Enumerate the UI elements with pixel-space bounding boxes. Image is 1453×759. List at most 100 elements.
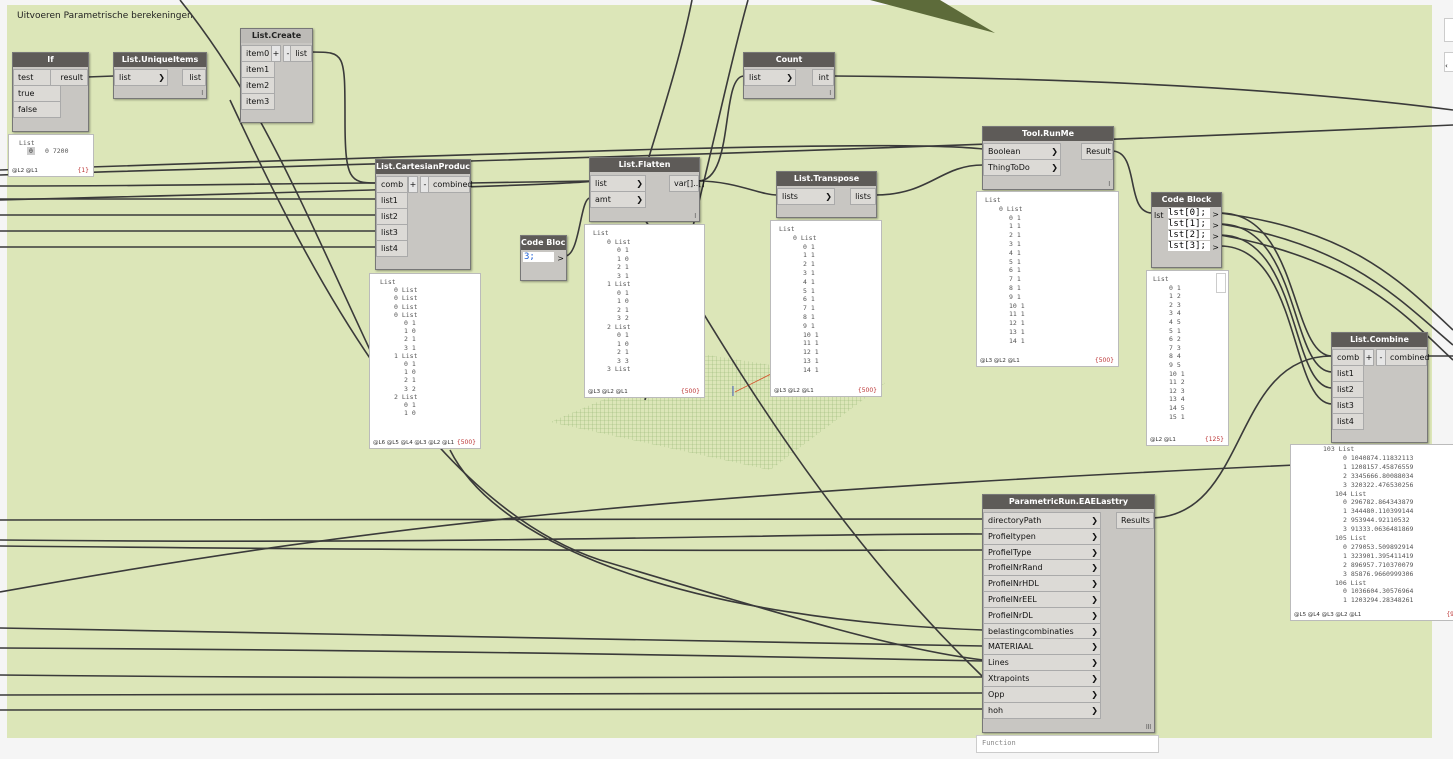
input-port-item2[interactable]: item2 xyxy=(241,77,275,94)
input-port-comb[interactable]: comb xyxy=(376,176,408,193)
output-port-1[interactable]: > xyxy=(1212,221,1219,230)
input-port-item3[interactable]: item3 xyxy=(241,93,275,110)
list-uniqueitems-node[interactable]: List.UniqueItems list❯ list l xyxy=(113,52,207,99)
input-port-profieltypen[interactable]: Profieltypen❯ xyxy=(983,527,1101,545)
code-line-2[interactable]: lst[2]; xyxy=(1168,230,1210,240)
input-port-xtrapoints[interactable]: Xtrapoints❯ xyxy=(983,670,1101,687)
node-title: ParametricRun.EAELasttry xyxy=(983,495,1154,509)
right-edge-collapse[interactable]: ‹ xyxy=(1444,52,1453,72)
watch-line: 0 List xyxy=(394,286,418,295)
input-port-list[interactable]: list❯ xyxy=(114,69,168,86)
input-port-profielnreel[interactable]: ProfielNrEEL❯ xyxy=(983,591,1101,608)
input-port-directorypath[interactable]: directoryPath❯ xyxy=(983,512,1101,529)
add-input-button[interactable]: + xyxy=(271,45,281,62)
watch-line: 9 1 xyxy=(803,321,815,330)
lacing-indicator: lll xyxy=(1145,724,1151,731)
input-port-item1[interactable]: item1 xyxy=(241,61,275,78)
input-port-lines[interactable]: Lines❯ xyxy=(983,654,1101,672)
output-port-results[interactable]: Results xyxy=(1116,512,1154,529)
input-port-profielnrdl[interactable]: ProfielNrDL❯ xyxy=(983,606,1101,624)
watch-line: 0 1 xyxy=(404,360,416,368)
output-port-3[interactable]: > xyxy=(1212,243,1219,252)
input-port-list[interactable]: list❯ xyxy=(590,175,646,192)
input-port-true[interactable]: true xyxy=(13,85,61,102)
input-port-materiaal[interactable]: MATERIAAL❯ xyxy=(983,638,1101,656)
input-port-list2[interactable]: list2 xyxy=(1332,381,1364,398)
watch-line: 10 1 xyxy=(803,330,819,339)
output-port-result[interactable]: result xyxy=(50,69,88,86)
chevron-right-icon: ❯ xyxy=(158,73,165,82)
output-port-combined[interactable]: combined xyxy=(428,176,472,193)
output-port-combined[interactable]: combined xyxy=(1385,349,1429,366)
watch-if[interactable]: List 0 0 7200 @L2 @L1 {1} xyxy=(8,134,94,177)
input-port-opp[interactable]: Opp❯ xyxy=(983,685,1101,703)
watch-line: 11 1 xyxy=(803,339,819,348)
code-line-0[interactable]: lst[0]; xyxy=(1168,208,1210,218)
if-node[interactable]: If test true false result xyxy=(12,52,89,132)
code-line-3[interactable]: lst[3]; xyxy=(1168,241,1210,251)
output-port-0[interactable]: > xyxy=(1212,210,1219,219)
lacing-indicator: l xyxy=(201,90,203,97)
count-node[interactable]: Count list❯ int l xyxy=(743,52,835,99)
code-line-1[interactable]: lst[1]; xyxy=(1168,219,1210,229)
list-combine-node[interactable]: List.Combine comb + - combined list1 lis… xyxy=(1331,332,1429,443)
input-port-belastingcombinaties[interactable]: belastingcombinaties❯ xyxy=(983,622,1101,640)
input-port-list2[interactable]: list2 xyxy=(376,208,408,225)
output-port[interactable]: > xyxy=(557,254,564,263)
list-create-node[interactable]: List.Create item0 + - list item1 item2 i… xyxy=(240,28,313,123)
code-line[interactable]: 3; xyxy=(523,252,554,262)
output-port-2[interactable]: > xyxy=(1212,232,1219,241)
list-cartesianproduct-node[interactable]: List.CartesianProduct comb + - combined … xyxy=(375,159,472,270)
list-flatten-node[interactable]: List.Flatten list❯ amt❯ var[]..[] l xyxy=(589,157,705,222)
input-port-lst[interactable]: lst xyxy=(1154,211,1164,220)
input-port-list3[interactable]: list3 xyxy=(1332,397,1364,414)
watch-line: 15 1 xyxy=(1169,412,1185,421)
output-port-result[interactable]: Result xyxy=(1081,143,1113,160)
node-title: List.CartesianProduct xyxy=(376,160,470,174)
watch-line: 3 1 xyxy=(803,269,815,277)
add-input-button[interactable]: + xyxy=(408,176,418,193)
codeblock-node-index[interactable]: Code Block lst lst[0]; lst[1]; lst[2]; l… xyxy=(1151,192,1222,268)
input-port-profieltype[interactable]: ProfielType❯ xyxy=(983,543,1101,561)
input-port-amt[interactable]: amt❯ xyxy=(590,191,646,208)
parametricrun-node[interactable]: ParametricRun.EAELasttry directoryPath❯P… xyxy=(982,494,1155,733)
input-port-profielnrhdl[interactable]: ProfielNrHDL❯ xyxy=(983,575,1101,593)
list-transpose-node[interactable]: List.Transpose lists❯ lists xyxy=(776,171,877,218)
right-edge-handle[interactable] xyxy=(1444,18,1453,42)
tool-runme-node[interactable]: Tool.RunMe Boolean❯ ThingToDo❯ Result l xyxy=(982,126,1114,190)
input-port-list1[interactable]: list1 xyxy=(1332,365,1364,382)
input-port-lists[interactable]: lists❯ xyxy=(777,188,835,205)
watch-line: 2 1 xyxy=(617,305,629,314)
output-port-list[interactable]: list xyxy=(182,69,206,86)
input-port-item0[interactable]: item0 xyxy=(241,45,275,62)
watch-line: 0 1 xyxy=(404,319,416,327)
watch-line: 14 1 xyxy=(803,365,819,374)
input-port-list4[interactable]: list4 xyxy=(1332,413,1364,430)
output-port-list[interactable]: list xyxy=(290,45,312,62)
codeblock-node-amount[interactable]: Code Block 3; > xyxy=(520,235,567,281)
input-port-list3[interactable]: list3 xyxy=(376,224,408,241)
input-port-list1[interactable]: list1 xyxy=(376,192,408,209)
input-port-thingtodo[interactable]: ThingToDo❯ xyxy=(983,159,1061,176)
input-port-boolean[interactable]: Boolean❯ xyxy=(983,143,1061,160)
output-port-lists[interactable]: lists xyxy=(850,188,876,205)
lacing-indicator: l xyxy=(694,213,696,220)
input-port-profielnrrand[interactable]: ProfielNrRand❯ xyxy=(983,559,1101,577)
input-port-list[interactable]: list❯ xyxy=(744,69,796,86)
add-input-button[interactable]: + xyxy=(1364,349,1374,366)
watch-line: 1 0 xyxy=(617,339,629,348)
input-port-comb[interactable]: comb xyxy=(1332,349,1364,366)
input-port-hoh[interactable]: hoh❯ xyxy=(983,701,1101,719)
watch-scrollbar[interactable] xyxy=(1216,273,1226,293)
output-port-var[interactable]: var[]..[] xyxy=(669,175,705,192)
output-port-int[interactable]: int xyxy=(812,69,834,86)
input-port-list4[interactable]: list4 xyxy=(376,240,408,257)
input-port-false[interactable]: false xyxy=(13,101,61,118)
